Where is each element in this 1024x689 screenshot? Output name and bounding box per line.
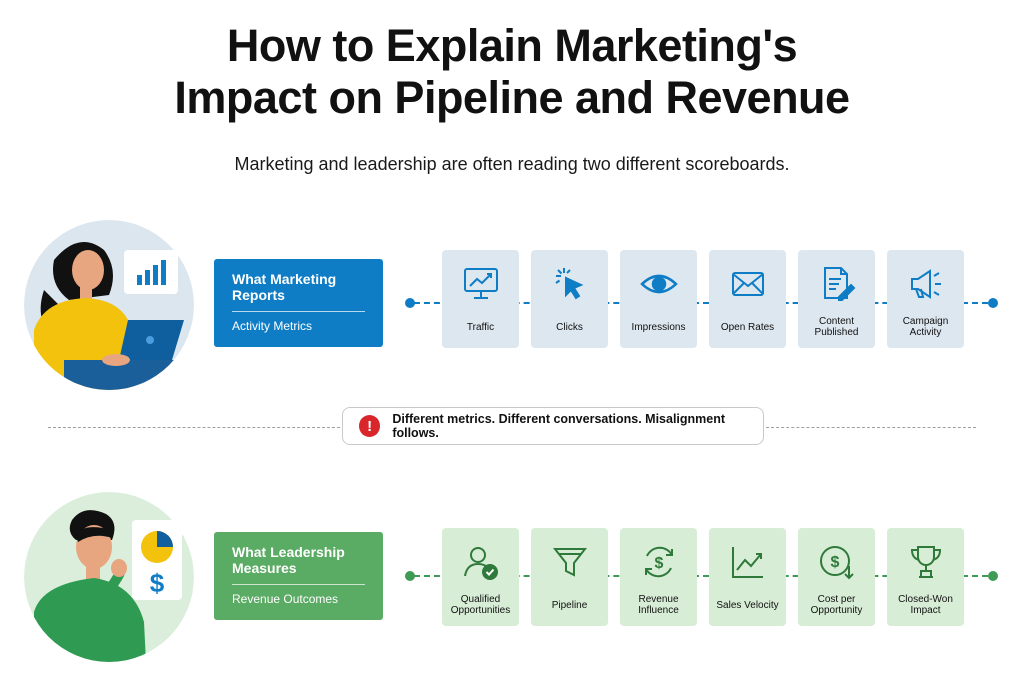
section-divider-left bbox=[48, 427, 340, 428]
misalignment-alert: ! Different metrics. Different conversat… bbox=[342, 407, 764, 445]
metric-label: Traffic bbox=[466, 321, 495, 333]
trophy-icon bbox=[906, 542, 946, 582]
svg-text:$: $ bbox=[830, 554, 839, 571]
leadership-label-box: What Leadership Measures Revenue Outcome… bbox=[214, 532, 383, 620]
page-title: How to Explain Marketing's Impact on Pip… bbox=[0, 20, 1024, 124]
title-line-1: How to Explain Marketing's bbox=[226, 20, 798, 71]
metric-card-cost-per-opportunity: $ Cost per Opportunity bbox=[798, 528, 875, 626]
metric-label: Content Published bbox=[814, 316, 859, 338]
marketing-subtitle: Activity Metrics bbox=[232, 319, 313, 333]
marketing-connector-end bbox=[988, 298, 998, 308]
trend-line-icon bbox=[728, 542, 768, 582]
leadership-connector-start bbox=[405, 571, 415, 581]
metric-card-impressions: Impressions bbox=[620, 250, 697, 348]
eye-icon bbox=[639, 264, 679, 304]
metric-card-open-rates: Open Rates bbox=[709, 250, 786, 348]
metric-card-content-published: Content Published bbox=[798, 250, 875, 348]
user-check-icon bbox=[461, 542, 501, 582]
metric-label: Open Rates bbox=[720, 321, 775, 333]
marketing-label-box: What Marketing Reports Activity Metrics bbox=[214, 259, 383, 347]
metric-card-revenue-influence: $ Revenue Influence bbox=[620, 528, 697, 626]
leadership-title-rule bbox=[232, 584, 365, 585]
leadership-title: What Leadership Measures bbox=[232, 544, 345, 576]
section-divider-right bbox=[766, 427, 976, 428]
marketing-title-rule bbox=[232, 311, 365, 312]
marketer-avatar-illustration bbox=[24, 220, 194, 390]
dollar-cycle-icon: $ bbox=[639, 542, 679, 582]
metric-card-sales-velocity: Sales Velocity bbox=[709, 528, 786, 626]
metric-card-clicks: Clicks bbox=[531, 250, 608, 348]
metric-label: Pipeline bbox=[551, 599, 588, 611]
alert-text: Different metrics. Different conversatio… bbox=[392, 412, 726, 440]
leader-avatar-illustration: $ bbox=[24, 492, 194, 662]
metric-label: Revenue Influence bbox=[638, 594, 679, 616]
leadership-connector-end bbox=[988, 571, 998, 581]
funnel-icon bbox=[550, 542, 590, 582]
metric-card-qualified-opportunities: Qualified Opportunities bbox=[442, 528, 519, 626]
metric-label: Qualified Opportunities bbox=[450, 594, 511, 616]
monitor-chart-icon bbox=[461, 264, 501, 304]
megaphone-icon bbox=[906, 264, 946, 304]
dollar-down-icon: $ bbox=[817, 542, 857, 582]
bar-chart-icon bbox=[137, 260, 166, 285]
marketing-title: What Marketing Reports bbox=[232, 271, 337, 303]
leadership-subtitle: Revenue Outcomes bbox=[232, 592, 339, 606]
marketing-connector bbox=[414, 302, 988, 304]
title-line-2: Impact on Pipeline and Revenue bbox=[174, 72, 850, 123]
metric-card-traffic: Traffic bbox=[442, 250, 519, 348]
metric-label: Clicks bbox=[556, 321, 583, 333]
cursor-click-icon bbox=[550, 264, 590, 304]
leadership-connector bbox=[414, 575, 988, 577]
metric-label: Closed-Won Impact bbox=[898, 594, 953, 616]
marketing-connector-start bbox=[405, 298, 415, 308]
envelope-icon bbox=[728, 264, 768, 304]
exclamation-icon: ! bbox=[359, 415, 381, 437]
pie-chart-icon bbox=[141, 531, 173, 563]
metric-label: Campaign Activity bbox=[902, 316, 949, 338]
metric-label: Sales Velocity bbox=[716, 599, 779, 611]
document-pen-icon bbox=[817, 264, 857, 304]
metric-card-campaign-activity: Campaign Activity bbox=[887, 250, 964, 348]
metric-card-pipeline: Pipeline bbox=[531, 528, 608, 626]
svg-text:$: $ bbox=[654, 555, 663, 572]
metric-label: Impressions bbox=[631, 321, 686, 333]
page-subtitle: Marketing and leadership are often readi… bbox=[234, 154, 790, 174]
metric-label: Cost per Opportunity bbox=[810, 594, 863, 616]
metric-card-closed-won-impact: Closed-Won Impact bbox=[887, 528, 964, 626]
svg-text:$: $ bbox=[150, 568, 165, 598]
